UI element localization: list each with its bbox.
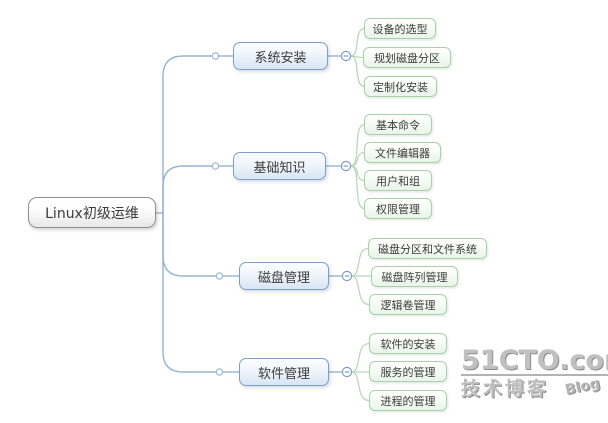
branch-dot-icon-1 — [211, 162, 220, 170]
root-node-linux-junior-ops[interactable]: Linux初级运维 — [28, 197, 156, 228]
connector-child-1-2 — [350, 165, 365, 182]
connector-root-to-branch-disk-management — [162, 213, 216, 277]
connector-child-3-2 — [351, 371, 370, 402]
connector-child-3-0 — [351, 342, 370, 373]
watermark-tagline-text: 技术博客 — [461, 378, 550, 400]
watermark-blog-badge: Blog — [563, 375, 602, 399]
branch-node-software-management[interactable]: 软件管理 — [239, 358, 329, 386]
branch-dot-icon-2 — [215, 272, 224, 280]
connector-child-2-2 — [351, 275, 370, 306]
branch-node-basic-knowledge[interactable]: 基础知识 — [233, 152, 326, 180]
collapse-minus-icon-1[interactable] — [340, 160, 352, 172]
connector-child-1-1 — [350, 151, 365, 167]
child-node-software-installation[interactable]: 软件的安装 — [369, 333, 447, 354]
child-node-customized-install[interactable]: 定制化安装 — [364, 76, 437, 97]
child-node-disk-partition-planning[interactable]: 规划磁盘分区 — [363, 47, 451, 68]
collapse-minus-icon-2[interactable] — [341, 270, 353, 282]
connector-child-1-0 — [350, 123, 365, 167]
child-node-partitions-and-filesystems[interactable]: 磁盘分区和文件系统 — [368, 238, 487, 259]
child-node-service-management[interactable]: 服务的管理 — [369, 361, 447, 382]
branch-node-disk-management[interactable]: 磁盘管理 — [239, 262, 329, 290]
connector-child-0-0 — [350, 27, 365, 57]
connector-child-0-2 — [350, 55, 365, 88]
branch-node-system-install[interactable]: 系统安装 — [233, 42, 328, 70]
connector-root-to-branch-basic-knowledge — [162, 165, 212, 213]
child-node-file-editors[interactable]: 文件编辑器 — [364, 142, 441, 163]
branch-dot-icon-3 — [215, 368, 224, 376]
connector-root-to-branch-software-management — [162, 213, 216, 373]
child-node-users-and-groups[interactable]: 用户和组 — [364, 170, 432, 191]
collapse-minus-icon-3[interactable] — [341, 366, 353, 378]
child-node-basic-commands[interactable]: 基本命令 — [364, 114, 432, 135]
connector-child-1-3 — [350, 165, 365, 210]
branch-dot-icon-0 — [211, 52, 220, 60]
watermark-brand-text: 51CTO.com — [461, 347, 608, 376]
child-node-raid-management[interactable]: 磁盘阵列管理 — [371, 266, 458, 287]
child-node-lvm-management[interactable]: 逻辑卷管理 — [369, 294, 447, 315]
child-node-process-management[interactable]: 进程的管理 — [369, 390, 447, 411]
connector-child-2-0 — [351, 247, 369, 277]
watermark-51cto: 51CTO.com 技术博客 Blog — [461, 347, 608, 399]
child-node-permission-management[interactable]: 权限管理 — [364, 198, 432, 219]
connector-root-to-branch-system-install — [162, 55, 212, 213]
collapse-minus-icon-0[interactable] — [340, 50, 352, 62]
child-node-device-selection[interactable]: 设备的选型 — [364, 18, 436, 39]
